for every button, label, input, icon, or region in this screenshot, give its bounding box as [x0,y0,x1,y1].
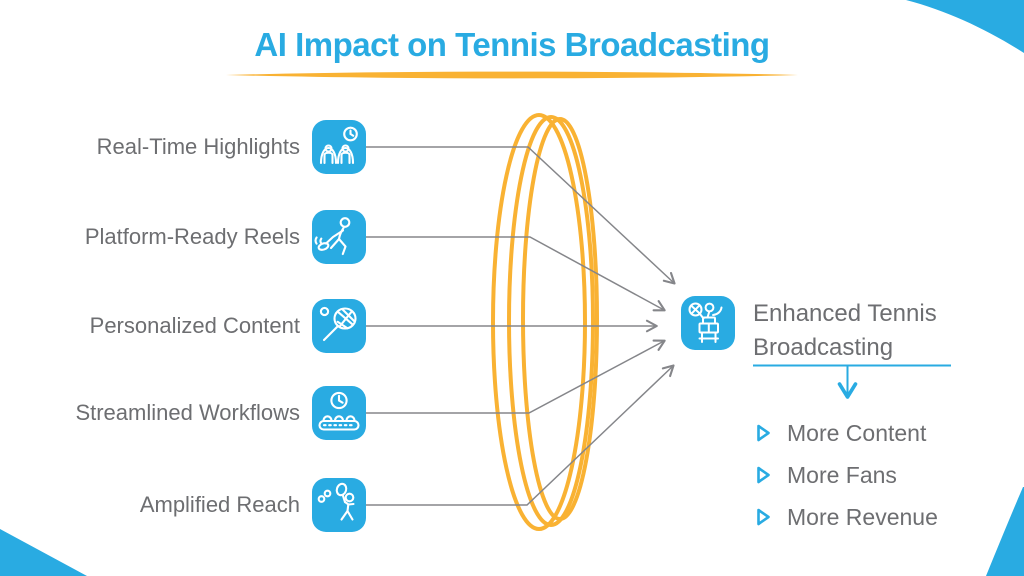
benefit-label: More Fans [787,461,897,488]
benefit-item: More Revenue [752,503,938,530]
corner-bottom-right-shape [986,487,1024,576]
input-label: Personalized Content [89,313,300,338]
conveyor-clock-icon [312,386,366,440]
lens-icon [491,113,599,531]
umpire-chair-icon [681,296,735,350]
benefit-label: More Revenue [787,503,938,530]
connector-arrows [366,146,676,506]
play-bullet-icon [757,508,770,526]
benefit-item: More Content [752,419,938,446]
play-bullet-icon [757,424,770,442]
connector-streamlined-workflows [366,339,666,414]
connector-real-time-highlights [366,146,676,285]
tennis-racket-icon [312,299,366,353]
corner-bottom-left-shape [0,529,87,576]
input-label: Platform-Ready Reels [84,224,300,249]
crowd-clock-icon [312,120,366,174]
running-player-icon [312,210,366,264]
input-label: Amplified Reach [139,492,300,517]
benefits-list: More Content More Fans More Revenue [752,419,938,530]
connector-platform-ready-reels [366,236,666,312]
benefit-label: More Content [787,419,927,446]
connector-amplified-reach [366,364,675,506]
input-label: Real-Time Highlights [96,134,300,159]
title-underline [226,71,798,79]
output-divider-arrow [753,364,951,399]
play-bullet-icon [757,466,770,484]
page-title: AI Impact on Tennis Broadcasting [254,26,770,63]
input-label: Streamlined Workflows [75,400,300,425]
output-heading: Enhanced Tennis Broadcasting [753,300,937,361]
benefit-item: More Fans [752,461,938,488]
player-serve-icon [312,478,366,532]
